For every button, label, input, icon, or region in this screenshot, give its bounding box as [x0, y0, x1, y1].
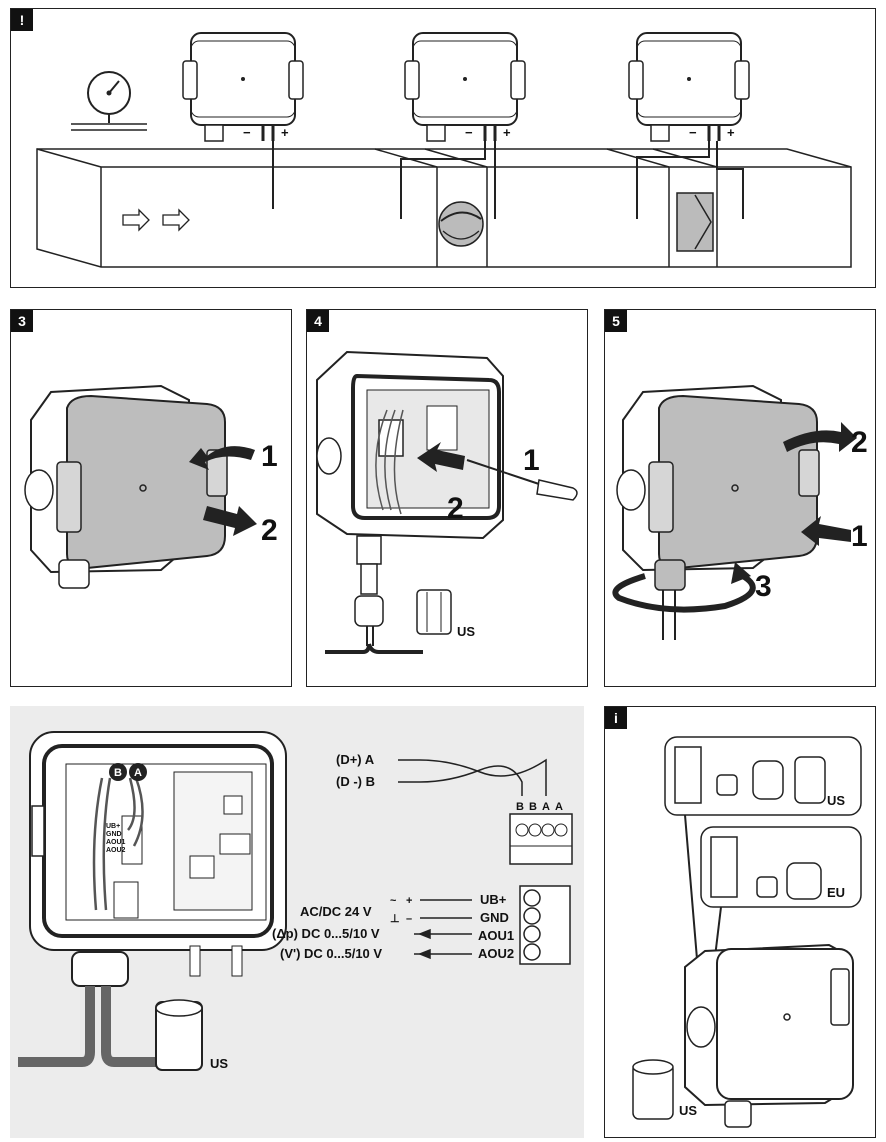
us-kit-label: US	[827, 793, 845, 808]
step-4-badge: 4	[307, 310, 329, 332]
us-adapter-label: US	[679, 1103, 697, 1118]
board-label-ub: UB+	[106, 823, 120, 830]
power-terminal-block	[519, 885, 571, 965]
device-3	[628, 32, 750, 142]
arrow-2-icon	[783, 422, 857, 452]
ground-label: ⊥	[390, 913, 400, 925]
step-2-label: 2	[447, 492, 464, 525]
close-cover-diagram: 2 1 3	[612, 384, 868, 640]
step-5-panel: 5 2 1 3	[604, 309, 876, 687]
accessories-diagram: US EU US	[632, 736, 862, 1128]
aou2-label: AOU2	[478, 946, 514, 961]
cable-gland	[18, 951, 172, 1067]
step-1-label: 1	[851, 520, 868, 553]
screwdriver-icon	[466, 459, 578, 501]
bus-dplus-label: (D+) A	[336, 752, 375, 767]
step-3-badge: 3	[11, 310, 33, 332]
step-1-label: 1	[523, 444, 540, 477]
arrow-1-icon	[189, 446, 255, 470]
minus-label: –	[406, 913, 412, 925]
bus-pin-3: A	[542, 801, 550, 813]
pressure-gauge-icon	[71, 71, 147, 131]
cable-gland	[325, 535, 423, 654]
wiring-diagram-panel: B A UB+ GND AOU1 AOU2 US (D+) A (D -) B …	[10, 706, 584, 1138]
board-label-aou1: AOU1	[106, 839, 126, 846]
bus-terminal-block	[509, 813, 573, 865]
board-label-aou2: AOU2	[106, 847, 126, 854]
info-accessories-panel: i US EU	[604, 706, 876, 1138]
us-kit-parts	[674, 746, 826, 804]
step-3-panel: 3 1 2	[10, 309, 292, 687]
device-1-minus: −	[243, 125, 251, 140]
bus-dminus-label: (D -) B	[336, 774, 375, 789]
v-output-label: (V') DC 0...5/10 V	[280, 946, 382, 961]
device-1-plus: +	[281, 125, 289, 140]
wiring-insertion-diagram: 1 2 US	[316, 350, 578, 654]
device-housing	[684, 943, 854, 1128]
air-duct	[36, 148, 852, 268]
ub-label: UB+	[480, 892, 507, 907]
us-adapter-icon	[632, 1059, 674, 1120]
eu-kit-parts	[710, 836, 822, 900]
device-2-plus: +	[503, 125, 511, 140]
device-housing	[616, 384, 820, 640]
arrow-1-icon	[801, 516, 851, 546]
pressure-tubes	[272, 141, 744, 219]
aou1-label: AOU1	[478, 928, 514, 943]
terminal-wiring-diagram: B A UB+ GND AOU1 AOU2 US (D+) A (D -) B …	[18, 731, 573, 1071]
step-4-panel: 4 1 2 US	[306, 309, 588, 687]
device-1	[182, 32, 304, 142]
plus-label: +	[406, 895, 412, 907]
bus-pin-2: B	[529, 801, 537, 813]
supply-label: AC/DC 24 V	[300, 904, 372, 919]
duct-installation-diagram: − + − + − +	[36, 32, 852, 268]
gnd-label: GND	[480, 910, 509, 925]
eu-kit-label: EU	[827, 885, 845, 900]
bus-pin-4: A	[555, 801, 563, 813]
device-3-plus: +	[727, 125, 735, 140]
step-2-label: 2	[261, 514, 278, 547]
us-adapter-icon	[155, 999, 203, 1071]
device-2	[404, 32, 526, 142]
tilde-label: ~	[390, 895, 397, 907]
step-3-label: 3	[755, 570, 772, 603]
bus-pin-1: B	[516, 801, 524, 813]
open-cover-diagram: 1 2	[24, 384, 278, 589]
device-housing	[24, 384, 228, 589]
us-label: US	[210, 1056, 228, 1071]
board-label-gnd: GND	[106, 831, 122, 838]
airflow-arrow-icons	[122, 208, 190, 232]
rotate-arrow-icon	[612, 562, 756, 613]
us-adapter-icon	[416, 589, 452, 635]
us-label: US	[457, 624, 475, 639]
installation-overview-panel: !	[10, 8, 876, 288]
step-5-badge: 5	[605, 310, 627, 332]
signal-lines	[414, 899, 472, 960]
warning-badge: !	[11, 9, 33, 31]
filter-icon	[676, 192, 714, 252]
step-2-label: 2	[851, 426, 868, 459]
device-3-minus: −	[689, 125, 697, 140]
device-2-minus: −	[465, 125, 473, 140]
arrow-2-icon	[203, 506, 257, 536]
terminal-a-label: A	[134, 767, 142, 779]
dp-output-label: (Δp) DC 0...5/10 V	[272, 926, 380, 941]
step-1-label: 1	[261, 440, 278, 473]
open-device-body	[29, 731, 287, 977]
open-device-housing	[316, 350, 504, 540]
fan-icon	[438, 201, 484, 247]
info-badge: i	[605, 707, 627, 729]
arrow-2-icon	[417, 442, 465, 472]
terminal-b-label: B	[114, 767, 122, 779]
